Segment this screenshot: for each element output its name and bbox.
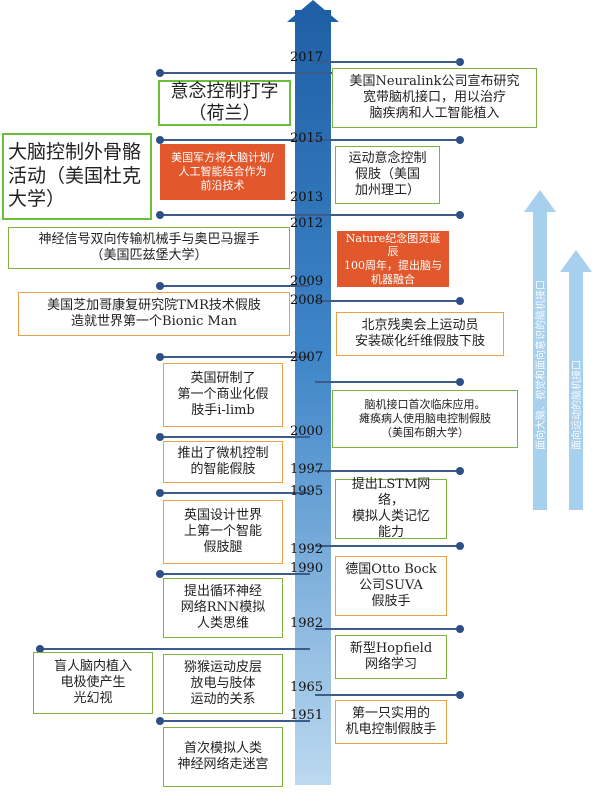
connector-dot bbox=[456, 467, 464, 475]
year-label: 2009 bbox=[290, 274, 324, 289]
year-label: 1990 bbox=[290, 561, 324, 576]
connector-dot bbox=[156, 570, 164, 578]
year-label: 2017 bbox=[290, 50, 324, 65]
connector-brown bbox=[315, 381, 460, 383]
year-label: 1995 bbox=[290, 484, 324, 499]
connector-dot bbox=[156, 211, 164, 219]
year-label: 1997 bbox=[290, 462, 324, 477]
year-label: 2008 bbox=[290, 293, 324, 308]
event-ilimb: 英国研制了 第一个商业化假 肢手i-limb bbox=[163, 363, 283, 427]
year-label: 1965 bbox=[290, 680, 324, 695]
side-arrows: 面向大脑、视觉和面向意识的脑机接口 面向运动的脑机接口 bbox=[524, 190, 592, 510]
connector-2000 bbox=[160, 436, 310, 438]
connector-dot bbox=[456, 625, 464, 633]
event-otto-bock: 德国Otto Bock 公司SUVA 假肢手 bbox=[335, 556, 447, 616]
connector-dot bbox=[456, 542, 464, 550]
connector-1992 bbox=[315, 545, 460, 547]
event-lstm: 提出LSTM网络， 模拟人类记忆 能力 bbox=[335, 477, 447, 540]
event-smart-leg: 英国设计世界 上第一个智能 假肢腿 bbox=[163, 500, 283, 564]
arrow-motion-label: 面向运动的脑机接口 bbox=[570, 360, 583, 450]
connector-dot bbox=[456, 211, 464, 219]
year-label: 1951 bbox=[290, 708, 324, 723]
year-label: 2013 bbox=[290, 190, 324, 205]
connector-1982 bbox=[315, 628, 460, 630]
connector-1990 bbox=[160, 573, 310, 575]
connector-1997 bbox=[315, 470, 460, 472]
year-label: 2015 bbox=[290, 131, 324, 146]
timeline-arrow-head bbox=[287, 0, 339, 22]
connector-2007 bbox=[160, 356, 310, 358]
event-nature-turing: Nature纪念图灵诞辰 100周年，提出脑与 机器融合 bbox=[337, 231, 449, 287]
connector-dot bbox=[156, 136, 164, 144]
connector-dot bbox=[156, 353, 164, 361]
connector-dot bbox=[156, 717, 164, 725]
event-maze: 首次模拟人类 神经网络走迷宫 bbox=[163, 727, 283, 787]
year-label: 1982 bbox=[290, 616, 324, 631]
event-monkey-cortex: 猕猴运动皮层 放电与肢体 运动的关系 bbox=[163, 654, 283, 714]
event-myoelectric-hand: 第一只实用的 机电控制假肢手 bbox=[335, 700, 447, 744]
event-dutch-typing: 意念控制打字 （荷兰） bbox=[158, 80, 291, 126]
connector-blind bbox=[40, 648, 310, 650]
arrow-brain-vision bbox=[524, 190, 556, 510]
connector-2015 bbox=[160, 139, 460, 141]
year-label: 1992 bbox=[290, 542, 324, 557]
event-blind-implant: 盲人脑内植入 电极使产生 光幻视 bbox=[33, 652, 153, 714]
connector-2017-right bbox=[315, 61, 460, 63]
year-label: 2012 bbox=[290, 216, 324, 231]
connector-2008 bbox=[315, 300, 460, 302]
event-hopfield: 新型Hopfield 网络学习 bbox=[335, 635, 447, 679]
connector-dot bbox=[156, 489, 164, 497]
year-label: 2000 bbox=[290, 424, 324, 439]
connector-1965 bbox=[315, 694, 460, 696]
connector-dot bbox=[156, 69, 164, 77]
connector-2017 bbox=[160, 72, 460, 74]
connector-1951 bbox=[160, 720, 310, 722]
year-label: 2007 bbox=[290, 350, 324, 365]
event-tmr-bionic: 美国芝加哥康复研究院TMR技术假肢 造就世界第一个Bionic Man bbox=[18, 292, 290, 336]
connector-2009 bbox=[160, 285, 310, 287]
event-caltech: 运动意念控制 假肢（美国 加州理工） bbox=[335, 146, 440, 204]
event-neuralink: 美国Neuralink公司宣布研究 宽带脑机接口，用以治疗 脑疾病和人工智能植入 bbox=[332, 68, 537, 128]
connector-dot bbox=[456, 136, 464, 144]
event-brown-bci: 脑机接口首次临床应用。 瘫痪病人使用脑电控制假肢 （美国布朗大学） bbox=[332, 390, 518, 448]
connector-dot bbox=[456, 691, 464, 699]
event-exoskeleton: 大脑控制外骨骼 活动（美国杜克 大学） bbox=[2, 133, 152, 220]
event-obama-handshake: 神经信号双向传输机械手与奥巴马握手 （美国匹兹堡大学） bbox=[8, 227, 290, 269]
connector-dot bbox=[456, 58, 464, 66]
connector-dot bbox=[36, 645, 44, 653]
event-microcomputer-prosthesis: 推出了微机控制 的智能假肢 bbox=[163, 441, 283, 483]
connector-dot bbox=[156, 282, 164, 290]
arrow-brain-vision-label: 面向大脑、视觉和面向意识的脑机接口 bbox=[534, 280, 547, 450]
connector-dot bbox=[456, 378, 464, 386]
event-paralympic: 北京残奥会上运动员 安装碳化纤维假肢下肢 bbox=[336, 312, 504, 356]
connector-1995 bbox=[160, 492, 310, 494]
timeline-spine bbox=[295, 10, 331, 785]
connector-2012 bbox=[160, 214, 460, 216]
event-military: 美国军方将大脑计划/ 人工智能结合作为 前沿技术 bbox=[160, 144, 285, 200]
arrow-motion bbox=[560, 250, 592, 510]
connector-dot bbox=[456, 297, 464, 305]
event-rnn: 提出循环神经 网络RNN模拟 人类思维 bbox=[163, 578, 283, 638]
connector-dot bbox=[156, 433, 164, 441]
